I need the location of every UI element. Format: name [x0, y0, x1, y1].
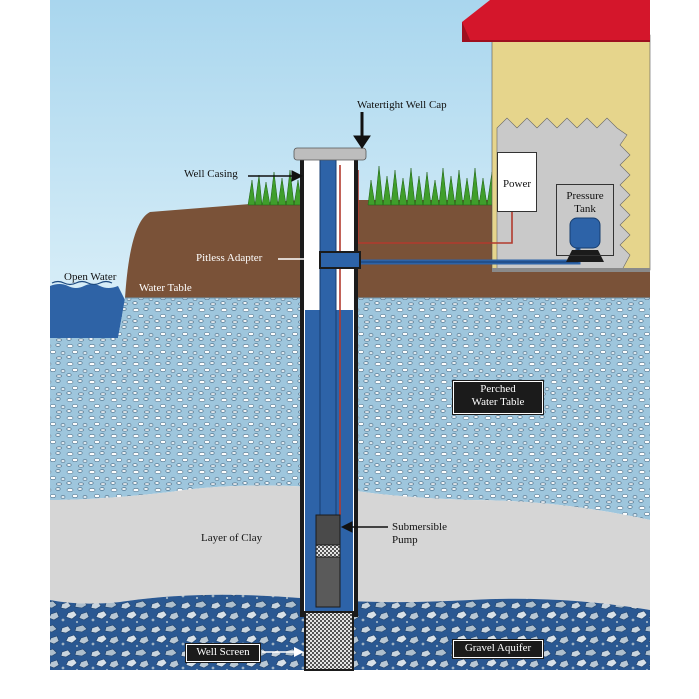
perched-water-table-box: Perched Water Table [453, 381, 543, 414]
label-layer-of-clay: Layer of Clay [201, 532, 263, 544]
power-box: Power [497, 152, 537, 212]
pressure-tank-box: Pressure Tank [556, 184, 614, 256]
submersible-pump [315, 514, 341, 608]
pressure-tank [566, 217, 604, 262]
label-pressure: Pressure [566, 190, 604, 202]
label-watertight-well-cap: Watertight Well Cap [357, 99, 447, 111]
label-well-casing: Well Casing [184, 168, 238, 180]
label-pump: Pump [392, 534, 418, 546]
label-perched-water-table: Water Table [471, 396, 525, 408]
pitless-adapter [319, 251, 361, 269]
label-pitless-adapter: Pitless Adapter [196, 252, 263, 264]
well-screen-box: Well Screen [186, 644, 260, 662]
label-submersible: Submersible [392, 521, 447, 533]
label-perched: Perched [480, 383, 516, 395]
label-open-water: Open Water [64, 271, 117, 283]
label-tank: Tank [574, 203, 596, 215]
label-power: Power [502, 178, 532, 190]
open-water [50, 284, 125, 338]
gravel-aquifer-box: Gravel Aquifer [453, 640, 543, 658]
callout-arrows [248, 112, 388, 657]
label-well-screen: Well Screen [196, 646, 250, 658]
label-water-table: Water Table [139, 282, 192, 294]
well-screen [304, 611, 354, 671]
grass [247, 165, 497, 206]
label-gravel-aquifer: Gravel Aquifer [464, 642, 532, 654]
label-submersible-pump: Submersible Pump [392, 521, 447, 547]
